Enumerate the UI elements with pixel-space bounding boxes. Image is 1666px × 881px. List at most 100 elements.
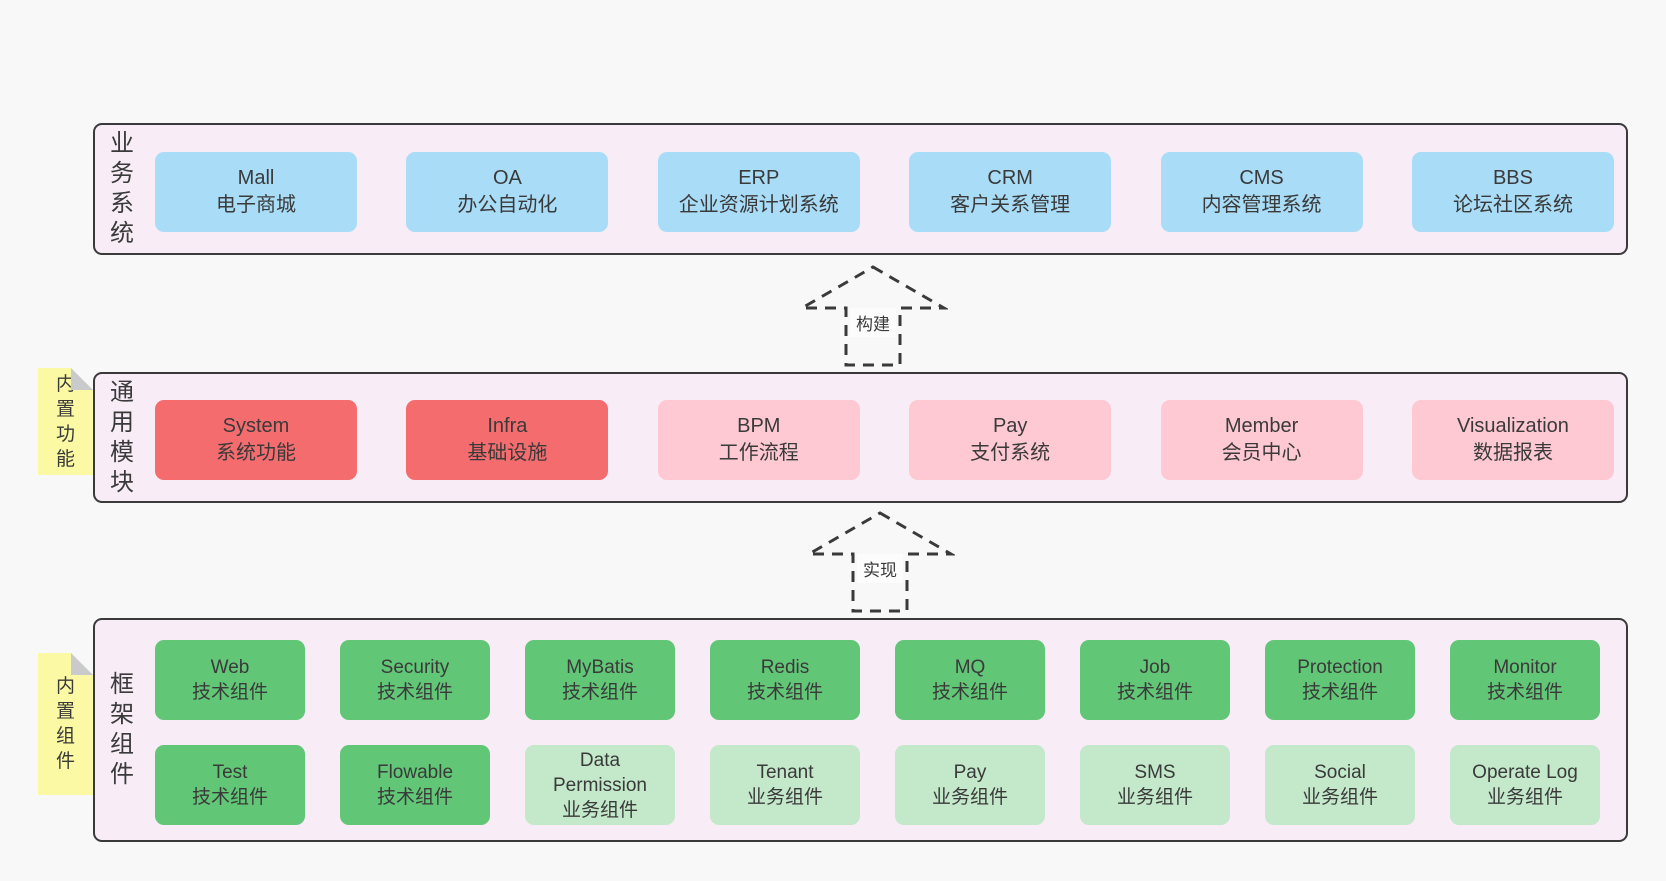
box-row-modules: System 系统功能 Infra 基础设施 BPM 工作流程 Pay 支付系统 Member 会…: [155, 400, 1614, 480]
implement-arrow: 实现: [805, 510, 955, 614]
dashed-up-arrow-icon: [798, 265, 948, 367]
module-desc: 办公自动化: [457, 194, 558, 216]
folded-corner-icon: [71, 368, 93, 390]
module-box-monitor: Monitor 技术组件: [1450, 640, 1600, 720]
module-box-flowable: Flowable 技术组件: [340, 745, 490, 825]
module-desc: 系统功能: [216, 442, 296, 464]
module-name: Redis: [760, 657, 810, 678]
module-desc: 技术组件: [1301, 682, 1378, 703]
build-arrow: 构建: [798, 264, 948, 368]
module-box-bbs: BBS 论坛社区系统: [1411, 152, 1614, 232]
module-box-redis: Redis 技术组件: [710, 640, 860, 720]
module-box-system: System 系统功能: [155, 400, 357, 480]
module-desc: 技术组件: [561, 682, 638, 703]
folded-corner-icon: [71, 653, 93, 675]
module-box-mybatis: MyBatis 技术组件: [525, 640, 675, 720]
module-name: Data Permission: [553, 749, 647, 796]
module-box-pay: Pay 支付系统: [909, 400, 1112, 480]
module-desc: 数据报表: [1472, 442, 1553, 464]
module-desc: 业务组件: [746, 787, 823, 808]
module-desc: 技术组件: [191, 787, 268, 808]
module-name: Member: [1224, 415, 1299, 437]
module-name: CMS: [1239, 167, 1284, 189]
module-box-security: Security 技术组件: [340, 640, 490, 720]
module-desc: 电子商城: [216, 194, 296, 216]
module-name: Social: [1314, 762, 1366, 783]
module-desc: 技术组件: [376, 682, 453, 703]
module-name: Tenant: [756, 762, 814, 783]
band-label-business-systems: 业务系统: [110, 130, 134, 247]
band-common-modules: 通用模块 System 系统功能 Infra 基础设施 BPM 工作流程 Pay 支付系统 Me…: [93, 372, 1628, 503]
module-name: BBS: [1492, 167, 1533, 189]
module-desc: 内容管理系统: [1201, 194, 1322, 216]
module-desc: 基础设施: [467, 442, 548, 464]
module-name: Security: [380, 657, 450, 678]
implement-arrow-label: 实现: [857, 554, 903, 583]
module-name: ERP: [738, 167, 780, 189]
module-name: Flowable: [376, 762, 454, 783]
module-name: SMS: [1134, 762, 1176, 783]
module-box-job: Job 技术组件: [1080, 640, 1230, 720]
module-name: Mall: [237, 167, 275, 189]
dashed-up-arrow-icon: [805, 511, 955, 613]
module-name: MyBatis: [566, 657, 634, 678]
module-box-tenant: Tenant 业务组件: [710, 745, 860, 825]
module-desc: 工作流程: [718, 442, 799, 464]
band-label-common-modules: 通用模块: [110, 378, 134, 496]
sticky-note-label: 内置组件: [38, 653, 93, 795]
module-box-test: Test 技术组件: [155, 745, 305, 825]
module-desc: 技术组件: [191, 682, 268, 703]
module-box-cms: CMS 内容管理系统: [1160, 152, 1363, 232]
module-desc: 技术组件: [931, 682, 1008, 703]
module-desc: 企业资源计划系统: [678, 194, 839, 216]
module-box-web: Web 技术组件: [155, 640, 305, 720]
module-box-mq: MQ 技术组件: [895, 640, 1045, 720]
module-name: OA: [492, 167, 522, 189]
module-box-visualization: Visualization 数据报表: [1411, 400, 1614, 480]
module-name: Pay: [992, 415, 1028, 437]
module-box-data-permission: Data Permission 业务组件: [525, 745, 675, 825]
module-name: Protection: [1297, 657, 1383, 678]
module-box-crm: CRM 客户关系管理: [909, 152, 1112, 232]
module-desc: 业务组件: [561, 799, 638, 821]
module-desc: 支付系统: [970, 442, 1051, 464]
sticky-note-built-in-components: 内置组件: [38, 653, 93, 795]
module-name: Infra: [487, 415, 528, 437]
module-name: Pay: [953, 762, 987, 783]
module-desc: 技术组件: [1116, 682, 1193, 703]
module-desc: 客户关系管理: [950, 194, 1071, 216]
module-name: Test: [212, 762, 248, 783]
module-name: CRM: [987, 167, 1033, 189]
module-name: Job: [1139, 657, 1171, 678]
module-name: Monitor: [1493, 657, 1557, 678]
module-box-pay: Pay 业务组件: [895, 745, 1045, 825]
module-desc: 技术组件: [1486, 682, 1563, 703]
module-name: System: [222, 415, 290, 437]
module-box-bpm: BPM 工作流程: [657, 400, 860, 480]
module-desc: 技术组件: [746, 682, 823, 703]
module-name: Operate Log: [1472, 762, 1578, 783]
sticky-note-built-in-features: 内置功能: [38, 368, 93, 475]
module-desc: 论坛社区系统: [1452, 194, 1573, 216]
band-label-framework-components: 框架组件: [110, 671, 134, 788]
module-desc: 业务组件: [1486, 787, 1563, 808]
module-box-protection: Protection 技术组件: [1265, 640, 1415, 720]
module-name: BPM: [737, 415, 781, 437]
module-desc: 技术组件: [376, 787, 453, 808]
module-desc: 业务组件: [1116, 787, 1193, 808]
module-box-sms: SMS 业务组件: [1080, 745, 1230, 825]
box-row-business: Mall 电子商城 OA 办公自动化 ERP 企业资源计划系统 CRM 客户关系管理 CMS 内容…: [155, 152, 1614, 232]
module-box-erp: ERP 企业资源计划系统: [657, 152, 860, 232]
module-box-member: Member 会员中心: [1160, 400, 1363, 480]
module-desc: 业务组件: [931, 787, 1008, 808]
module-box-infra: Infra 基础设施: [406, 400, 609, 480]
module-name: Web: [210, 657, 250, 678]
module-box-mall: Mall 电子商城: [155, 152, 357, 232]
module-desc: 会员中心: [1221, 442, 1302, 464]
module-name: MQ: [954, 657, 986, 678]
module-box-oa: OA 办公自动化: [406, 152, 609, 232]
module-name: Visualization: [1456, 415, 1569, 437]
